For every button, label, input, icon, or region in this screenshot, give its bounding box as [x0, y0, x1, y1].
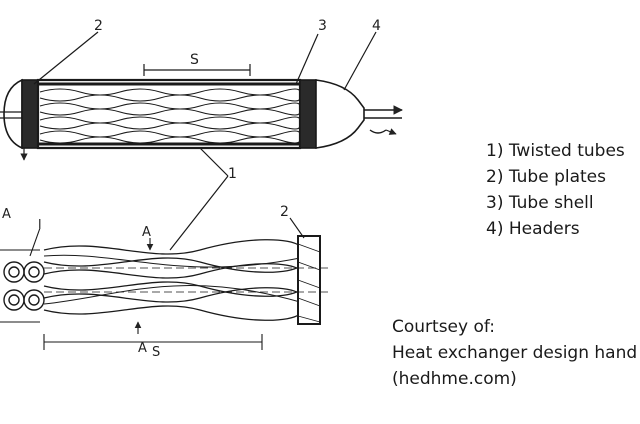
right-tube-plate [299, 79, 317, 149]
left-header [3, 78, 23, 150]
credit-block: Courtsey of: Heat exchanger design hand … [392, 314, 637, 392]
label-part4-top: 4 [372, 18, 381, 34]
label-part2-top: 2 [94, 18, 103, 34]
legend-item: 3) Tube shell [486, 193, 594, 213]
legend-item: 4) Headers [486, 219, 580, 239]
credit-line: (hedhme.com) [392, 369, 517, 389]
label-section-a-left: A [2, 207, 11, 222]
credit-line: Heat exchanger design hand [392, 343, 638, 363]
label-part1-left: I [38, 217, 42, 231]
label-section-a-bottom: A [138, 341, 147, 356]
twisted-tube-detail [0, 217, 330, 350]
label-part1: 1 [228, 166, 237, 182]
label-pitch-top: S [190, 52, 199, 68]
label-section-a-top: A [142, 225, 151, 240]
credit-line: Courtsey of: [392, 317, 495, 337]
label-part3-top: 3 [318, 18, 327, 34]
tube-plate-detail [297, 235, 321, 325]
tube-strands [43, 239, 301, 321]
right-header [315, 79, 365, 149]
label-part2-bottom: 2 [280, 204, 289, 220]
tube-cross-section [0, 227, 45, 323]
left-tube-plate [21, 79, 39, 149]
label-pitch-bottom: S [152, 345, 160, 360]
exchanger-top-view [0, 31, 403, 251]
tube-bundle-top [39, 88, 301, 144]
legend-item: 1) Twisted tubes [486, 141, 625, 161]
legend-item: 2) Tube plates [486, 167, 606, 187]
legend: 1) Twisted tubes 2) Tube plates 3) Tube … [486, 138, 625, 242]
